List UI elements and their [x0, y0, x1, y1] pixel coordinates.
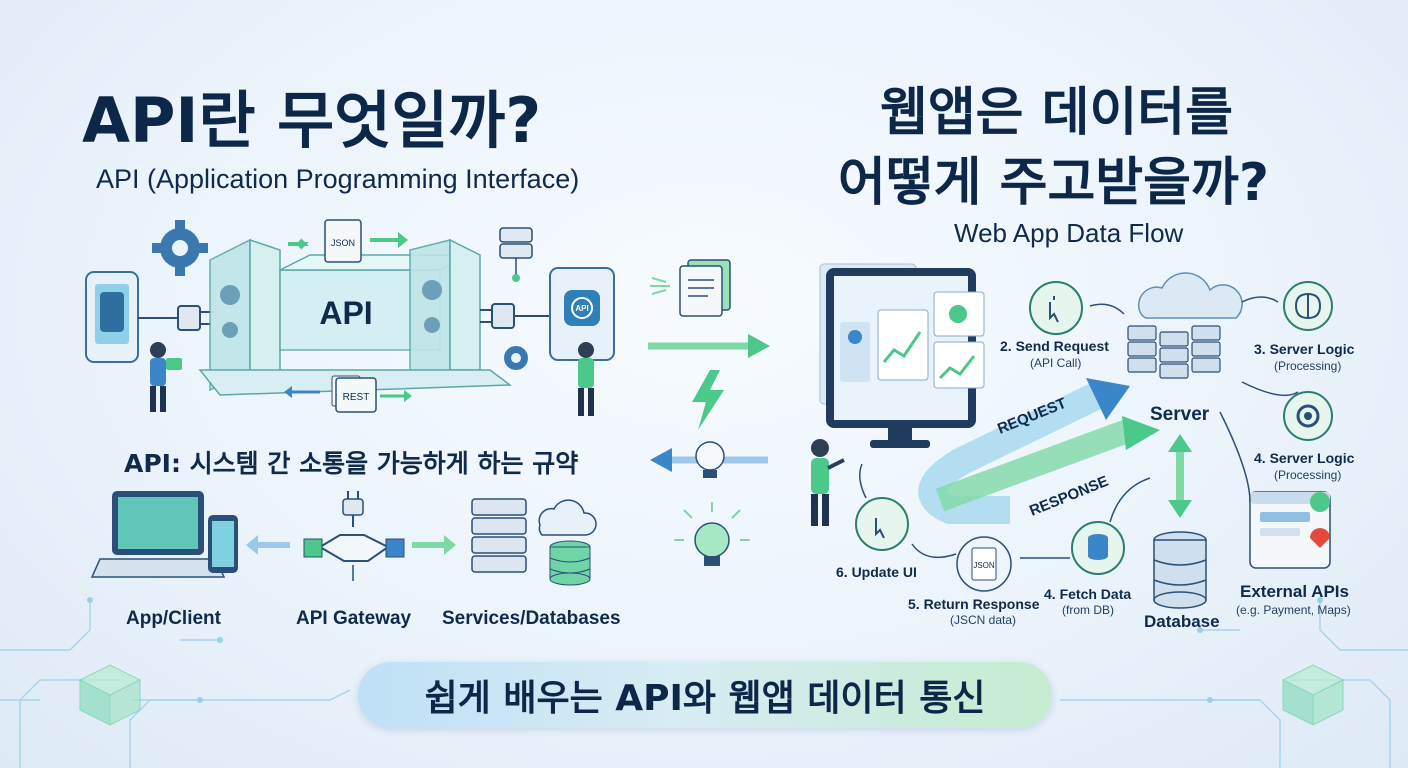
- gear-circle-icon: [1283, 391, 1333, 441]
- middle-connector-icons: [648, 259, 770, 566]
- lightbulb-icon: [695, 441, 725, 478]
- send-request-circle-icon: [1029, 281, 1083, 335]
- request-response-arrow: [918, 378, 1160, 524]
- banner-text: 쉽게 배우는 API와 웹앱 데이터 통신: [424, 678, 986, 719]
- tablet-icon: API: [549, 267, 615, 361]
- step-fetch-data-sub: (from DB): [1062, 603, 1114, 617]
- left-subtitle: API (Application Programming Interface): [96, 164, 580, 194]
- server-icon: [499, 227, 533, 282]
- step-return-response: 5. Return Response: [908, 596, 1040, 612]
- web-app-flow-illustration: REQUEST RESPONSE JSON: [811, 263, 1333, 609]
- step-server-logic-3: 3. Server Logic: [1254, 341, 1355, 357]
- database-label: Database: [1144, 612, 1220, 631]
- label-services-databases: Services/Databases: [442, 608, 621, 629]
- left-title: API란 무엇일까?: [82, 84, 542, 157]
- step-server-logic-4: 4. Server Logic: [1254, 450, 1355, 466]
- laptop-icon: [90, 491, 226, 578]
- gear-small-icon: [504, 346, 528, 370]
- api-definition: API: 시스템 간 소통을 가능하게 하는 규약: [124, 449, 579, 478]
- svg-text:API: API: [575, 304, 588, 313]
- person-left-icon: [150, 342, 182, 412]
- lightning-icon: [692, 370, 724, 430]
- svg-text:RESPONSE: RESPONSE: [1027, 473, 1111, 520]
- svg-text:REST: REST: [343, 392, 370, 403]
- server-cloud-icon: [1127, 272, 1243, 379]
- database-icon: [549, 540, 591, 586]
- step-return-response-sub: (JSCN data): [950, 613, 1017, 627]
- label-app-client: App/Client: [126, 608, 221, 629]
- step-server-logic-4-sub: (Processing): [1274, 468, 1342, 482]
- client-gateway-services-diagram: [90, 491, 597, 586]
- server-database-arrow: [1168, 434, 1192, 518]
- json-document-icon: JSON: [288, 219, 408, 263]
- plug-right-icon: [480, 303, 550, 329]
- person-right-icon: [578, 342, 594, 416]
- label-api-gateway: API Gateway: [296, 608, 412, 629]
- update-ui-circle-icon: [855, 497, 909, 551]
- plug-left-icon: [138, 305, 212, 331]
- handshake-icon: [303, 491, 405, 581]
- step-server-logic-3-sub: (Processing): [1274, 359, 1342, 373]
- cloud-icon: [538, 499, 597, 536]
- api-gateway-illustration: API JSON API REST: [85, 219, 615, 416]
- server-label: Server: [1150, 404, 1210, 425]
- right-title-line1: 웹앱은 데이터를: [880, 83, 1233, 143]
- api-glass-box: [198, 238, 513, 396]
- server-stack-icon: [471, 498, 527, 573]
- step-update-ui: 6. Update UI: [836, 564, 917, 580]
- right-subtitle: Web App Data Flow: [954, 218, 1184, 248]
- phone-icon: [85, 271, 139, 363]
- svg-text:JSON: JSON: [973, 561, 995, 570]
- monitor-icon: [819, 263, 985, 448]
- fetch-data-circle-icon: [1071, 521, 1125, 575]
- step-send-request-sub: (API Call): [1030, 356, 1082, 370]
- gear-icon: [152, 220, 208, 276]
- external-api-window-icon: [1249, 491, 1331, 569]
- step-fetch-data: 4. Fetch Data: [1044, 586, 1132, 602]
- bottom-banner: 쉽게 배우는 API와 웹앱 데이터 통신: [358, 662, 1052, 728]
- api-gateway-label: API: [319, 295, 372, 331]
- smartphone-icon: [208, 515, 238, 573]
- svg-text:JSON: JSON: [331, 238, 355, 248]
- brain-circle-icon: [1283, 281, 1333, 331]
- lightbulb-glow-icon: [674, 502, 750, 566]
- step-send-request: 2. Send Request: [1000, 338, 1109, 354]
- external-apis-label: External APIs: [1240, 582, 1349, 601]
- person-user-icon: [811, 439, 845, 526]
- right-title-line2: 어떻게 주고받을까?: [838, 153, 1269, 213]
- external-apis-sub: (e.g. Payment, Maps): [1236, 603, 1351, 617]
- database-cylinder-icon: [1153, 531, 1207, 609]
- json-response-icon: JSON: [956, 536, 1012, 592]
- document-stack-icon: [679, 259, 731, 317]
- request-arrows: REST: [284, 375, 412, 413]
